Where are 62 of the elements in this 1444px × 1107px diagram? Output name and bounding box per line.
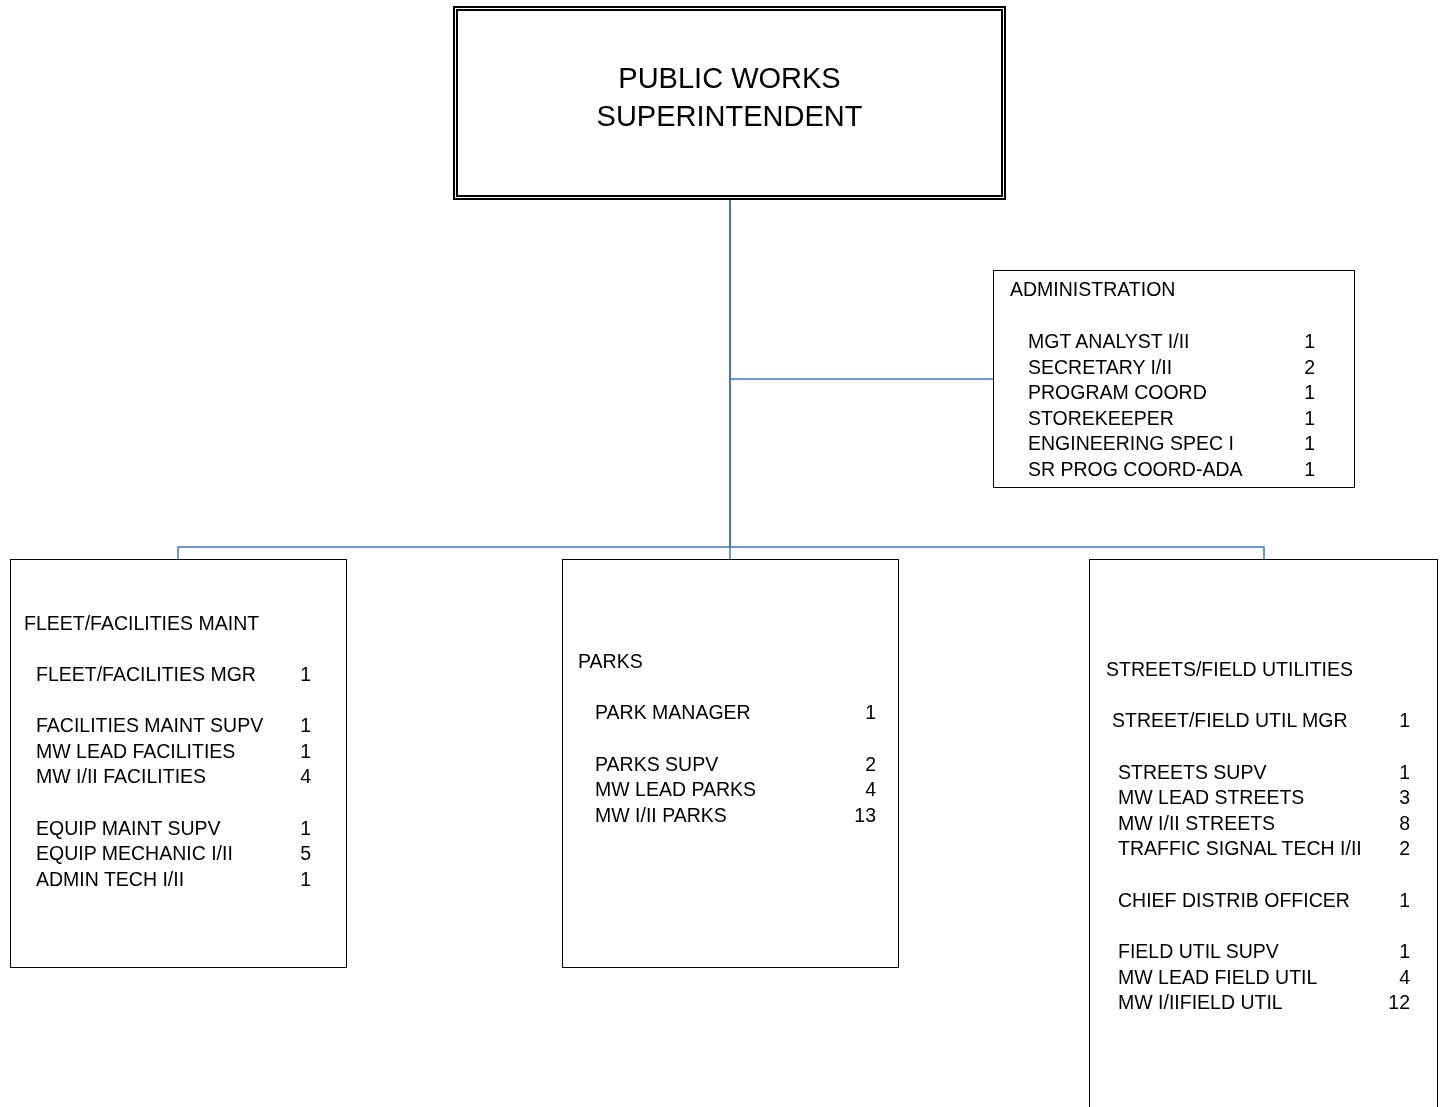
position-count: 4 (1399, 966, 1410, 988)
position-title: PUBLIC WORKS SUPERINTENDENT (595, 60, 864, 134)
position-title: MW LEAD FACILITIES (36, 740, 236, 762)
position-count: 1 (1304, 407, 1315, 429)
position-count: 1 (1399, 889, 1410, 911)
position-count: 2 (1399, 837, 1410, 859)
position-title: FLEET/FACILITIES MGR (36, 663, 256, 685)
position-title: EQUIP MAINT SUPV (36, 817, 221, 839)
position-count: 1 (1304, 330, 1315, 352)
position-title: MW LEAD FIELD UTIL (1118, 966, 1318, 988)
position-title: STREETS SUPV (1118, 761, 1267, 783)
department-heading: ADMINISTRATION (1010, 278, 1176, 300)
position-title: MW I/IIFIELD UTIL (1118, 991, 1283, 1013)
position-count: 3 (1399, 786, 1410, 808)
position-title: STOREKEEPER (1028, 407, 1174, 429)
position-title: MW I/II FACILITIES (36, 765, 207, 787)
department-heading: FLEET/FACILITIES MAINT (24, 612, 260, 634)
position-title: STREET/FIELD UTIL MGR (1112, 709, 1348, 731)
org-box (993, 270, 1355, 488)
position-title: ADMIN TECH I/II (36, 868, 185, 890)
position-title: MW I/II STREETS (1118, 812, 1276, 834)
position-count: 1 (300, 663, 311, 685)
position-title: PARK MANAGER (595, 701, 751, 723)
position-count: 1 (1399, 940, 1410, 962)
position-count: 2 (865, 753, 876, 775)
position-count: 12 (1388, 991, 1410, 1013)
position-title: MW LEAD STREETS (1118, 786, 1305, 808)
position-count: 4 (865, 778, 876, 800)
position-count: 1 (1399, 709, 1410, 731)
position-title: SR PROG COORD-ADA (1028, 458, 1243, 480)
position-count: 2 (1304, 356, 1315, 378)
position-count: 13 (854, 804, 876, 826)
position-count: 1 (300, 868, 311, 890)
position-title: MGT ANALYST I/II (1028, 330, 1190, 352)
position-count: 1 (865, 701, 876, 723)
position-title: MW I/II PARKS (595, 804, 727, 826)
department-heading: STREETS/FIELD UTILITIES (1106, 658, 1354, 680)
org-box (10, 559, 347, 968)
position-title: SECRETARY I/II (1028, 356, 1173, 378)
position-count: 1 (1304, 381, 1315, 403)
position-title: TRAFFIC SIGNAL TECH I/II (1118, 837, 1362, 859)
position-count: 1 (1304, 432, 1315, 454)
org-box (453, 6, 1006, 200)
position-title: PROGRAM COORD (1028, 381, 1207, 403)
position-title: FIELD UTIL SUPV (1118, 940, 1279, 962)
org-box (562, 559, 899, 968)
position-title: FACILITIES MAINT SUPV (36, 714, 264, 736)
position-count: 8 (1399, 812, 1410, 834)
position-title: ENGINEERING SPEC I (1028, 432, 1234, 454)
position-title: CHIEF DISTRIB OFFICER (1118, 889, 1350, 911)
org-box (1089, 559, 1438, 1107)
position-count: 1 (1399, 761, 1410, 783)
position-count: 1 (300, 740, 311, 762)
position-title: MW LEAD PARKS (595, 778, 757, 800)
position-count: 4 (300, 765, 311, 787)
position-count: 5 (300, 842, 311, 864)
position-count: 1 (300, 817, 311, 839)
position-title: PARKS SUPV (595, 753, 719, 775)
position-title: EQUIP MECHANIC I/II (36, 842, 233, 864)
position-count: 1 (300, 714, 311, 736)
department-heading: PARKS (578, 650, 643, 672)
position-count: 1 (1304, 458, 1315, 480)
